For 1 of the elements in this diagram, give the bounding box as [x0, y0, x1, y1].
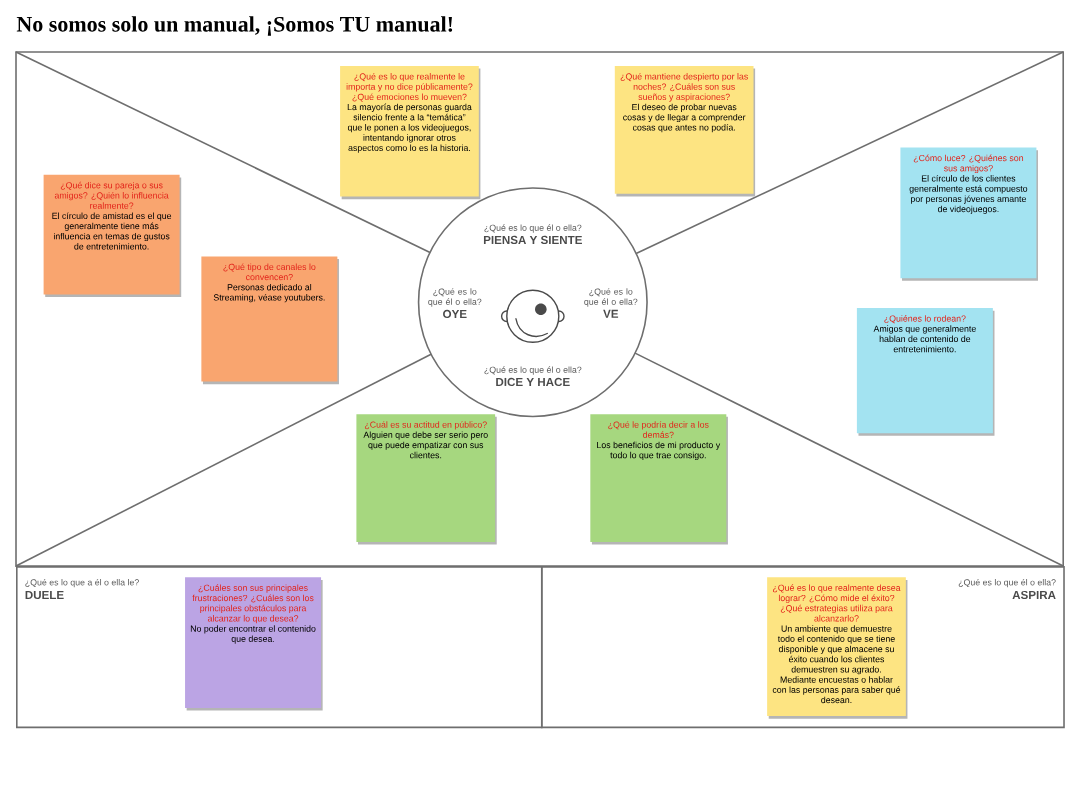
title: No somos solo un manual, ¡Somos TU manual!: [16, 16, 453, 36]
